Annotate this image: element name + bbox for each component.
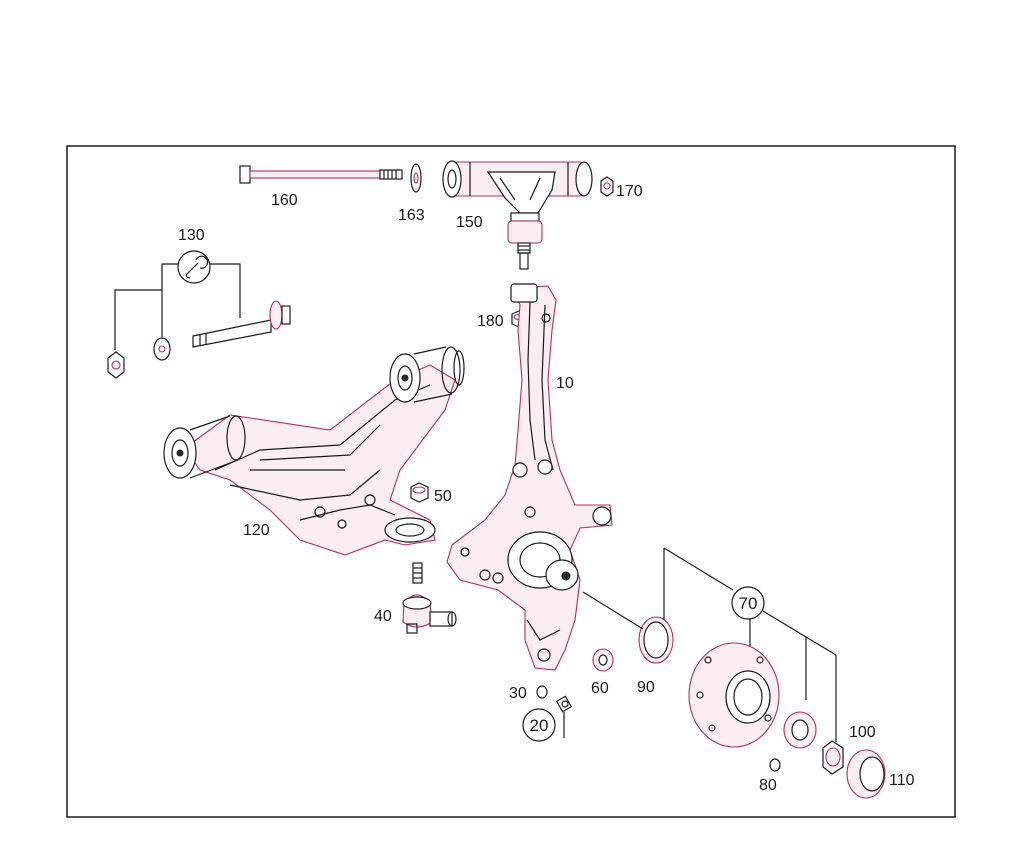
callout-circle-20 xyxy=(522,708,556,742)
label-40: 40 xyxy=(374,608,392,625)
label-60: 60 xyxy=(591,680,609,697)
part-110-cap xyxy=(846,749,886,799)
part-10-steering-knuckle xyxy=(446,283,613,671)
label-120: 120 xyxy=(243,522,270,539)
part-170-nut xyxy=(600,176,614,197)
label-110: 110 xyxy=(889,772,915,789)
label-90: 90 xyxy=(637,679,655,696)
part-40-ball-joint xyxy=(402,562,457,634)
part-30-screw xyxy=(536,685,548,699)
part-100-axle-nut xyxy=(822,740,844,775)
part-70-bearing-ring xyxy=(783,711,817,749)
label-130: 130 xyxy=(178,227,205,244)
part-90-seal xyxy=(582,591,674,664)
label-163: 163 xyxy=(398,207,425,224)
label-160: 160 xyxy=(271,192,298,209)
label-100: 100 xyxy=(849,724,876,741)
label-50: 50 xyxy=(434,488,452,505)
label-80: 80 xyxy=(759,777,777,794)
part-70-wheel-hub xyxy=(663,547,837,748)
label-170: 170 xyxy=(616,183,643,200)
part-160-bolt xyxy=(239,165,403,184)
callout-circle-70 xyxy=(731,586,765,620)
label-20: 20 xyxy=(530,716,549,735)
part-60-bushing xyxy=(592,648,614,672)
label-180: 180 xyxy=(477,313,504,330)
label-30: 30 xyxy=(509,685,527,702)
part-80-bolt xyxy=(769,758,781,772)
part-20-bolt xyxy=(555,695,573,738)
label-150: 150 xyxy=(456,214,483,231)
label-70: 70 xyxy=(739,594,758,613)
part-120-lower-control-arm xyxy=(163,346,465,556)
label-10: 10 xyxy=(556,375,574,392)
part-163-washer xyxy=(410,163,422,193)
part-50-nut xyxy=(410,482,429,503)
part-130-bolt-kit xyxy=(107,250,291,379)
part-150-upper-control-arm xyxy=(442,160,593,270)
